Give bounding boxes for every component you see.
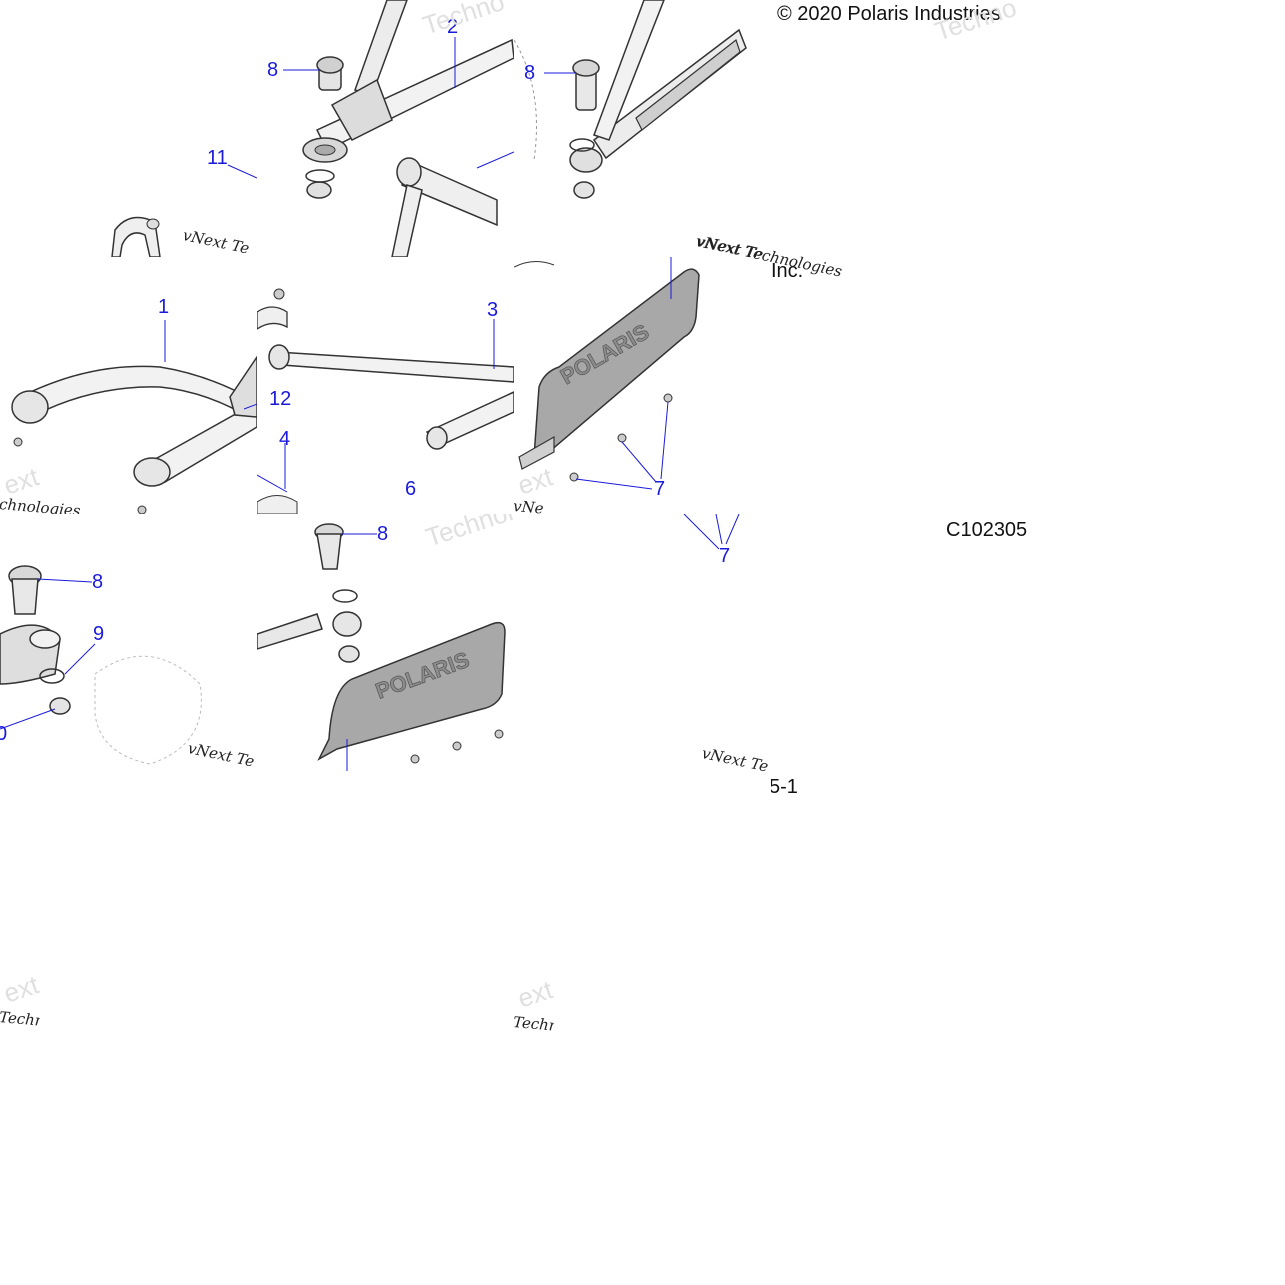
callout-8: 8	[377, 523, 389, 545]
watermark-fragment: ext	[0, 970, 40, 1009]
tile-fastener: 7 vNext Te	[514, 514, 771, 771]
callout-2: 2	[447, 16, 459, 38]
callout-10: 0	[0, 723, 8, 745]
rear-lower-arm-drawing	[257, 288, 514, 514]
knuckle-drawing	[0, 565, 202, 765]
tile-knuckle: 8 9 0 vNext Te	[0, 514, 257, 771]
copyright-text: © 2020 Polaris Industries	[777, 3, 1001, 25]
skid-guard-drawing: POLARIS	[514, 257, 700, 490]
tile-lower-a-arm: 1 ext chnologies	[0, 257, 257, 514]
tile-rear-lower-arm: 3 12 4 10 6	[257, 257, 514, 514]
callout-4: 4	[279, 428, 291, 450]
tile-upper-a-arm-right: 8 vNext Te	[514, 0, 771, 257]
tile-inc: Inc.	[771, 257, 1028, 514]
tile-figure-code: C102305	[771, 514, 1028, 771]
figure-code: C102305	[946, 519, 1028, 541]
upper-a-arm-right-drawing	[514, 0, 747, 199]
tile-page-code: 5-1	[771, 771, 1028, 811]
tile-watermark-stub: ext Techno	[514, 975, 554, 1035]
upper-a-arm-drawing	[283, 0, 514, 257]
copyright-tail: Inc.	[771, 260, 804, 282]
pivot-bracket-drawing	[111, 164, 257, 257]
tile-skid-guard: POLARIS 7 ext vNe	[514, 257, 771, 514]
tile-pivot-bracket: 11 vNext Te	[0, 0, 257, 257]
callout-1: 1	[158, 296, 170, 318]
callout-7: 7	[719, 545, 731, 567]
callout-12: 12	[269, 388, 292, 410]
callout-8: 8	[267, 59, 279, 81]
callout-3: 3	[487, 299, 499, 321]
callout-8: 8	[92, 571, 104, 593]
tile-watermark-stub: ext Techno	[0, 970, 40, 1030]
watermark-fragment: ext	[514, 975, 554, 1014]
skid-guard-2-drawing: POLARIS	[257, 523, 506, 771]
callout-9: 9	[93, 623, 105, 645]
watermark-fragment: Techno	[0, 1008, 40, 1030]
callout-8: 8	[524, 62, 536, 84]
tile-skid-guard-2: POLARIS 8 5 Technologies	[257, 514, 514, 771]
watermark-fragment: vNe	[514, 497, 545, 514]
tile-copyright: © 2020 Polaris Industries Techno	[771, 0, 1028, 257]
watermark-fragment: Techno	[514, 1013, 554, 1035]
callout-11: 11	[207, 147, 228, 169]
page-code: 5-1	[771, 776, 798, 798]
lower-a-arm-drawing	[11, 320, 257, 514]
tile-upper-a-arm-left: 8 2 Techno	[257, 0, 514, 257]
fastener-leaders	[683, 514, 740, 550]
callout-6: 6	[405, 478, 417, 500]
callout-7: 7	[654, 478, 666, 500]
